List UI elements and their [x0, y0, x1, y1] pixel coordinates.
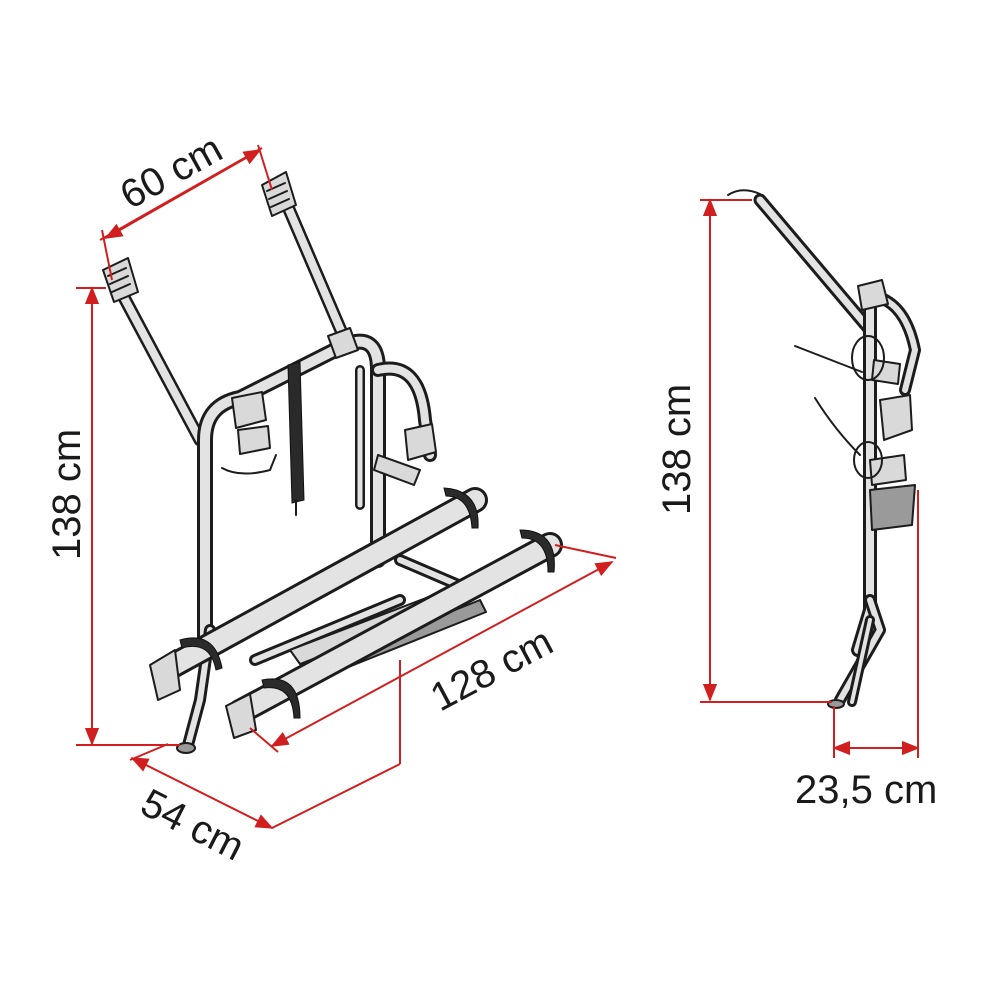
center-strap	[287, 361, 305, 516]
label-138cm-front: 138 cm	[45, 429, 89, 560]
frame-clamps	[231, 327, 437, 486]
label-128cm: 128 cm	[424, 620, 560, 720]
label-54cm: 54 cm	[134, 781, 251, 870]
side-view-rack-drawing	[727, 189, 921, 709]
upper-arms	[113, 193, 352, 447]
dim-line-60cm	[104, 149, 262, 239]
label-23-5cm: 23,5 cm	[795, 768, 937, 812]
left-strap	[221, 454, 277, 475]
label-60cm: 60 cm	[113, 127, 230, 218]
label-138cm-side: 138 cm	[655, 384, 699, 515]
side-dimensions: 138 cm 23,5 cm	[655, 198, 937, 812]
front-dimensions: 60 cm 138 cm 128 cm 54 cm	[45, 127, 617, 870]
dim-line-128cm	[270, 561, 614, 747]
dim-line-54cm	[130, 757, 274, 829]
